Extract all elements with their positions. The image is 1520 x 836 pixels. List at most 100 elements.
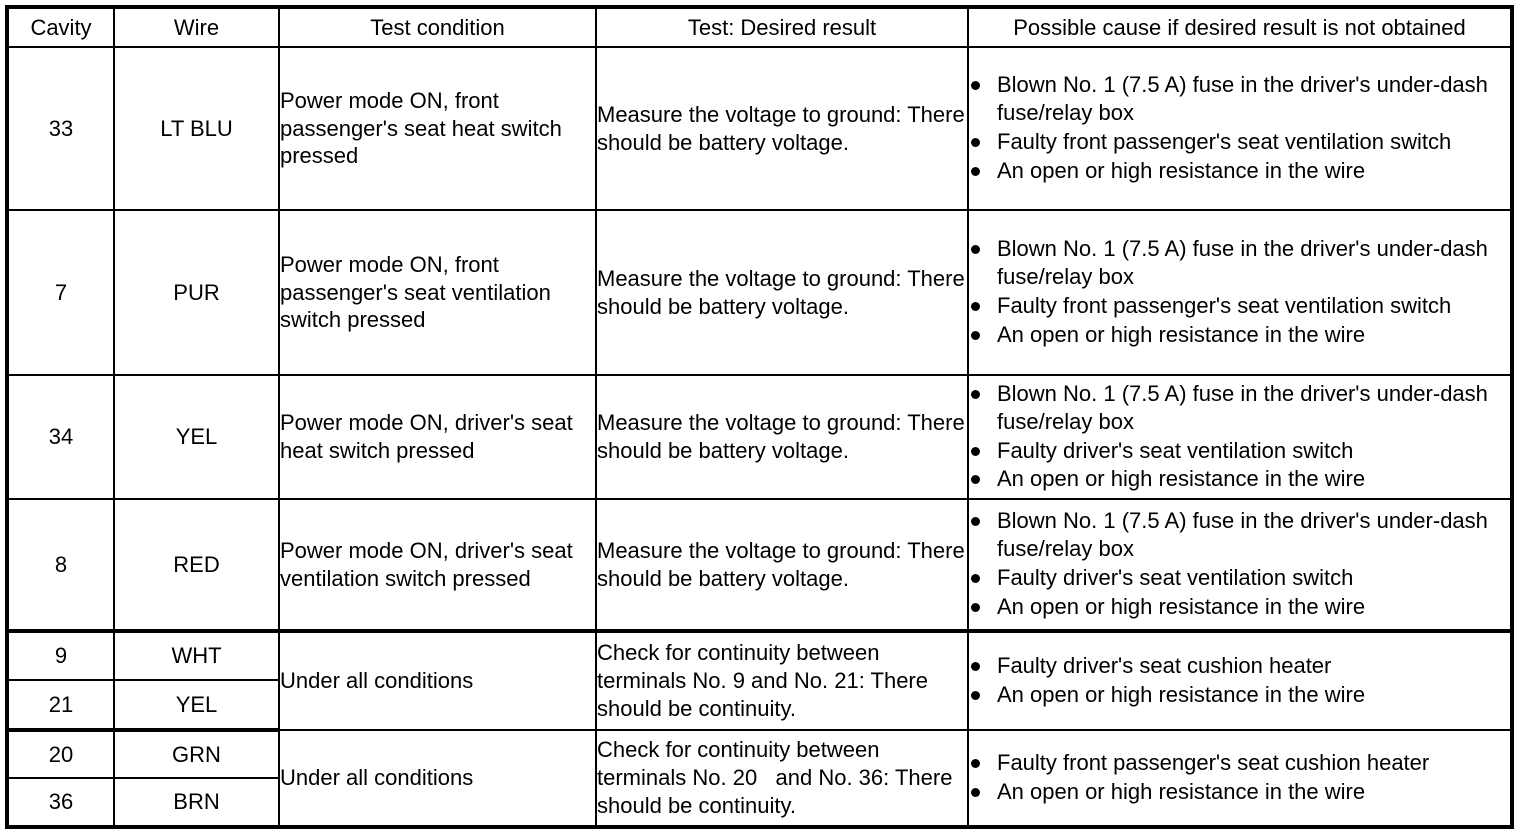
list-item: Blown No. 1 (7.5 A) fuse in the driver's… bbox=[969, 380, 1510, 436]
list-item: Faulty front passenger's seat ventilatio… bbox=[969, 292, 1510, 320]
table-row: 9 WHT Under all conditions Check for con… bbox=[6, 630, 1513, 731]
cell-cavity: 7 bbox=[6, 209, 115, 376]
cause-list: Blown No. 1 (7.5 A) fuse in the driver's… bbox=[969, 235, 1510, 349]
header-row: Cavity Wire Test condition Test: Desired… bbox=[6, 6, 1513, 48]
cell-cavity: 33 bbox=[6, 46, 115, 211]
bullet-icon bbox=[971, 330, 980, 340]
wire-diagnostic-table: Cavity Wire Test condition Test: Desired… bbox=[5, 5, 1514, 829]
list-item: Faulty driver's seat cushion heater bbox=[969, 652, 1510, 680]
list-item: An open or high resistance in the wire bbox=[969, 321, 1510, 349]
cause-list: Blown No. 1 (7.5 A) fuse in the driver's… bbox=[969, 71, 1510, 185]
list-item: An open or high resistance in the wire bbox=[969, 157, 1510, 185]
cause-text: Faulty driver's seat cushion heater bbox=[997, 653, 1332, 679]
bullet-icon bbox=[971, 691, 980, 700]
list-item: An open or high resistance in the wire bbox=[969, 593, 1510, 621]
column-header-desired-result: Test: Desired result bbox=[595, 6, 969, 48]
cause-text: Faulty driver's seat ventilation switch bbox=[997, 437, 1354, 463]
cell-possible-cause: Blown No. 1 (7.5 A) fuse in the driver's… bbox=[967, 46, 1513, 211]
cause-list: Blown No. 1 (7.5 A) fuse in the driver's… bbox=[969, 380, 1510, 494]
cell-desired-result: Measure the voltage to ground: There sho… bbox=[595, 46, 969, 211]
cell-cavity: 34 bbox=[6, 374, 115, 500]
bullet-icon bbox=[971, 166, 980, 176]
cell-desired-result: Measure the voltage to ground: There sho… bbox=[595, 498, 969, 633]
table-row: 21 YEL bbox=[6, 679, 1512, 732]
cause-text: An open or high resistance in the wire bbox=[997, 593, 1366, 619]
table-body: 33 LT BLU Power mode ON, front passenger… bbox=[6, 46, 1513, 828]
cause-text: Blown No. 1 (7.5 A) fuse in the driver's… bbox=[997, 72, 1488, 126]
bullet-icon bbox=[971, 788, 980, 797]
bullet-icon bbox=[971, 662, 980, 672]
cell-test-condition: Power mode ON, front passenger's seat he… bbox=[278, 46, 597, 211]
cause-text: An open or high resistance in the wire bbox=[997, 682, 1366, 707]
list-item: Blown No. 1 (7.5 A) fuse in the driver's… bbox=[969, 507, 1510, 563]
cell-wire: BRN bbox=[113, 777, 280, 828]
cell-test-condition: Under all conditions bbox=[278, 729, 597, 828]
cause-text: Blown No. 1 (7.5 A) fuse in the driver's… bbox=[997, 508, 1488, 562]
cause-text: Faulty front passenger's seat cushion he… bbox=[997, 750, 1430, 776]
bullet-icon bbox=[971, 475, 980, 485]
cause-text: An open or high resistance in the wire bbox=[997, 466, 1366, 492]
cell-wire: PUR bbox=[113, 209, 280, 376]
bullet-icon bbox=[971, 446, 980, 456]
cause-text: An open or high resistance in the wire bbox=[997, 779, 1366, 804]
list-item: An open or high resistance in the wire bbox=[969, 778, 1510, 806]
table-row: 7 PUR Power mode ON, front passenger's s… bbox=[6, 209, 1513, 376]
cell-cavity: 36 bbox=[6, 777, 115, 828]
list-item: Faulty driver's seat ventilation switch bbox=[969, 437, 1510, 465]
list-item: An open or high resistance in the wire bbox=[969, 465, 1510, 493]
cell-desired-result: Measure the voltage to ground: There sho… bbox=[595, 209, 969, 376]
bullet-icon bbox=[971, 81, 980, 91]
cause-list: Faulty front passenger's seat cushion he… bbox=[969, 749, 1510, 806]
cell-wire: RED bbox=[113, 498, 280, 633]
cell-possible-cause: Blown No. 1 (7.5 A) fuse in the driver's… bbox=[967, 209, 1513, 376]
cell-test-condition: Under all conditions bbox=[278, 630, 597, 731]
cell-cavity: 21 bbox=[6, 679, 115, 732]
cell-wire: WHT bbox=[113, 630, 280, 681]
cell-desired-result: Check for continuity between terminals N… bbox=[595, 630, 969, 731]
cell-wire: GRN bbox=[113, 729, 280, 779]
bullet-icon bbox=[971, 759, 980, 769]
list-item: Blown No. 1 (7.5 A) fuse in the driver's… bbox=[969, 235, 1510, 291]
list-item: Faulty front passenger's seat ventilatio… bbox=[969, 128, 1510, 156]
cause-text: Faulty driver's seat ventilation switch bbox=[997, 565, 1354, 590]
cell-test-condition: Power mode ON, driver's seat ventilation… bbox=[278, 498, 597, 633]
cell-possible-cause: Faulty driver's seat cushion heater An o… bbox=[967, 630, 1513, 731]
cell-wire: YEL bbox=[113, 374, 280, 500]
cell-test-condition: Power mode ON, driver's seat heat switch… bbox=[278, 374, 597, 500]
cause-text: An open or high resistance in the wire bbox=[997, 321, 1366, 347]
column-header-wire: Wire bbox=[113, 6, 280, 48]
cause-text: Faulty front passenger's seat ventilatio… bbox=[997, 129, 1452, 154]
column-header-possible-cause: Possible cause if desired result is not … bbox=[967, 6, 1513, 48]
table-row: 36 BRN bbox=[6, 777, 1512, 828]
list-item: Faulty driver's seat ventilation switch bbox=[969, 564, 1510, 592]
list-item: Blown No. 1 (7.5 A) fuse in the driver's… bbox=[969, 71, 1510, 127]
bullet-icon bbox=[971, 389, 980, 399]
cell-cavity: 8 bbox=[6, 498, 115, 633]
cell-wire: YEL bbox=[113, 679, 280, 732]
bullet-icon bbox=[971, 245, 980, 255]
column-header-test-condition: Test condition bbox=[278, 6, 597, 48]
bullet-icon bbox=[971, 302, 980, 311]
cause-text: Blown No. 1 (7.5 A) fuse in the driver's… bbox=[997, 236, 1488, 290]
cell-possible-cause: Faulty front passenger's seat cushion he… bbox=[967, 729, 1513, 828]
bullet-icon bbox=[971, 138, 980, 147]
table-row: 8 RED Power mode ON, driver's seat venti… bbox=[6, 498, 1513, 633]
list-item: Faulty front passenger's seat cushion he… bbox=[969, 749, 1510, 777]
list-item: An open or high resistance in the wire bbox=[969, 681, 1510, 709]
cell-possible-cause: Blown No. 1 (7.5 A) fuse in the driver's… bbox=[967, 374, 1513, 500]
cell-cavity: 20 bbox=[6, 729, 115, 779]
cell-test-condition: Power mode ON, front passenger's seat ve… bbox=[278, 209, 597, 376]
column-header-cavity: Cavity bbox=[6, 6, 115, 48]
table-row: 33 LT BLU Power mode ON, front passenger… bbox=[6, 46, 1513, 211]
bullet-icon bbox=[971, 602, 980, 612]
cause-text: Faulty front passenger's seat ventilatio… bbox=[997, 293, 1452, 318]
cell-desired-result: Check for continuity between terminals N… bbox=[595, 729, 969, 828]
table-header: Cavity Wire Test condition Test: Desired… bbox=[6, 6, 1513, 48]
cell-desired-result: Measure the voltage to ground: There sho… bbox=[595, 374, 969, 500]
cause-list: Blown No. 1 (7.5 A) fuse in the driver's… bbox=[969, 507, 1510, 621]
cell-wire: LT BLU bbox=[113, 46, 280, 211]
bullet-icon bbox=[971, 574, 980, 583]
table-row: 34 YEL Power mode ON, driver's seat heat… bbox=[6, 374, 1513, 500]
cause-list: Faulty driver's seat cushion heater An o… bbox=[969, 652, 1510, 709]
